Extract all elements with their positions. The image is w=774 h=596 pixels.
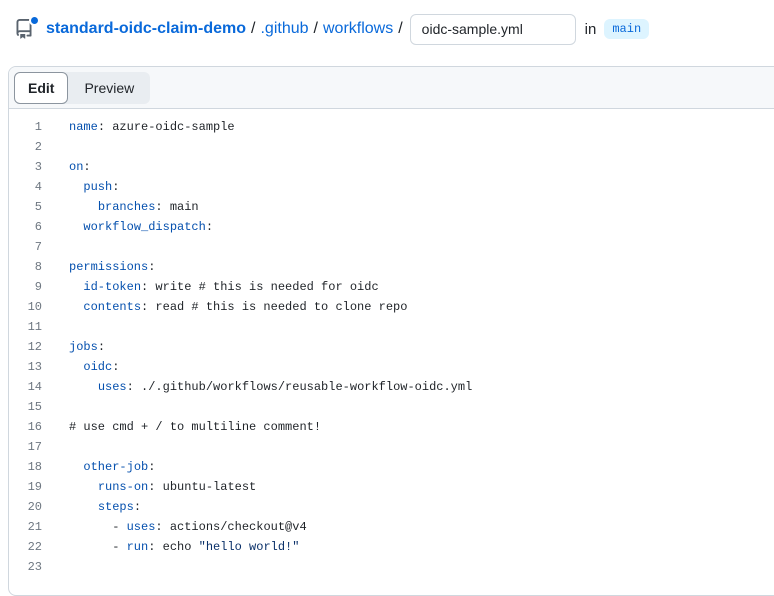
code-line-text[interactable]: runs-on: ubuntu-latest	[97, 480, 257, 494]
code-line[interactable]: 18 other-job:	[9, 457, 774, 477]
code-line[interactable]: 3 on:	[9, 157, 774, 177]
code-line[interactable]: 5 branches: main	[9, 197, 774, 217]
line-number: 11	[27, 320, 42, 334]
editor-header: Edit Preview	[9, 67, 774, 109]
code-line[interactable]: 9 id-token: write # this is needed for o…	[9, 277, 774, 297]
code-line-text[interactable]: workflow_dispatch:	[83, 220, 214, 234]
code-line-text[interactable]	[42, 557, 69, 577]
line-number: 3	[34, 160, 42, 174]
code-line[interactable]: 21 - uses: actions/checkout@v4	[9, 517, 774, 537]
code-line[interactable]: 13 oidc:	[9, 357, 774, 377]
code-line[interactable]: 23	[9, 557, 774, 577]
edit-preview-toggle: Edit Preview	[14, 71, 151, 104]
in-label: in	[584, 20, 597, 38]
breadcrumb-dir-workflows-link[interactable]: workflows	[322, 20, 394, 37]
line-number: 20	[27, 500, 42, 514]
line-number: 15	[27, 400, 42, 414]
code-line[interactable]: 22 - run: echo "hello world!"	[9, 537, 774, 557]
line-number: 12	[27, 340, 42, 354]
code-line-text[interactable]	[42, 437, 69, 457]
line-number: 23	[27, 560, 42, 574]
code-line[interactable]: 15	[9, 397, 774, 417]
breadcrumb: standard-oidc-claim-demo / .github / wor…	[46, 20, 408, 38]
line-number: 16	[27, 420, 42, 434]
code-line-text[interactable]: uses: ./.github/workflows/reusable-workf…	[97, 380, 473, 394]
line-number: 13	[27, 360, 42, 374]
code-line[interactable]: 10 contents: read # this is needed to cl…	[9, 297, 774, 317]
branch-badge[interactable]: main	[604, 19, 650, 39]
code-line[interactable]: 8 permissions:	[9, 257, 774, 277]
breadcrumb-separator: /	[398, 20, 403, 37]
tab-preview[interactable]: Preview	[68, 72, 150, 104]
code-line-text[interactable]: on:	[69, 160, 91, 174]
code-line-text[interactable]	[42, 317, 69, 337]
code-line-text[interactable]: steps:	[97, 500, 142, 514]
file-path-header: standard-oidc-claim-demo / .github / wor…	[0, 0, 774, 58]
unsaved-changes-dot-icon	[29, 15, 40, 26]
breadcrumb-dir-github-link[interactable]: .github	[260, 20, 309, 37]
code-line[interactable]: 7	[9, 237, 774, 257]
line-number: 9	[34, 280, 42, 294]
breadcrumb-separator: /	[313, 20, 318, 37]
breadcrumb-repo-link[interactable]: standard-oidc-claim-demo	[46, 20, 247, 37]
code-line-text[interactable]: # use cmd + / to multiline comment!	[69, 420, 322, 434]
code-line[interactable]: 1 name: azure-oidc-sample	[9, 117, 774, 137]
code-line-text[interactable]: contents: read # this is needed to clone…	[83, 300, 408, 314]
code-line-text[interactable]	[42, 397, 69, 417]
line-number: 22	[27, 540, 42, 554]
code-line-text[interactable]	[42, 137, 69, 157]
line-number: 4	[34, 180, 42, 194]
code-line-text[interactable]: oidc:	[83, 360, 120, 374]
code-line[interactable]: 14 uses: ./.github/workflows/reusable-wo…	[9, 377, 774, 397]
line-number: 7	[34, 240, 42, 254]
code-line-text[interactable]: permissions:	[69, 260, 156, 274]
line-number: 6	[34, 220, 42, 234]
code-line-text[interactable]: push:	[83, 180, 120, 194]
code-line[interactable]: 16 # use cmd + / to multiline comment!	[9, 417, 774, 437]
breadcrumb-separator: /	[251, 20, 256, 37]
code-line-text[interactable]: - run: echo "hello world!"	[69, 540, 300, 554]
line-number: 18	[27, 460, 42, 474]
line-number: 17	[27, 440, 42, 454]
code-line[interactable]: 4 push:	[9, 177, 774, 197]
code-line-text[interactable]: id-token: write # this is needed for oid…	[83, 280, 379, 294]
line-number: 2	[34, 140, 42, 154]
filename-input[interactable]	[409, 13, 576, 45]
code-line-text[interactable]: jobs:	[69, 340, 106, 354]
code-line[interactable]: 20 steps:	[9, 497, 774, 517]
code-line[interactable]: 12 jobs:	[9, 337, 774, 357]
code-line[interactable]: 19 runs-on: ubuntu-latest	[9, 477, 774, 497]
line-number: 21	[27, 520, 42, 534]
line-number: 10	[27, 300, 42, 314]
code-line[interactable]: 17	[9, 437, 774, 457]
code-line-text[interactable]: - uses: actions/checkout@v4	[69, 520, 307, 534]
code-line-text[interactable]: branches: main	[97, 200, 199, 214]
code-line[interactable]: 6 workflow_dispatch:	[9, 217, 774, 237]
code-line[interactable]: 11	[9, 317, 774, 337]
code-line-text[interactable]: other-job:	[83, 460, 156, 474]
tab-edit[interactable]: Edit	[14, 71, 69, 104]
code-line[interactable]: 2	[9, 137, 774, 157]
line-number: 5	[34, 200, 42, 214]
line-number: 14	[27, 380, 42, 394]
line-number: 1	[34, 120, 42, 134]
line-number: 8	[34, 260, 42, 274]
code-line-text[interactable]	[42, 237, 69, 257]
code-line-text[interactable]: name: azure-oidc-sample	[69, 120, 235, 134]
line-number: 19	[27, 480, 42, 494]
repo-icon	[14, 15, 40, 40]
